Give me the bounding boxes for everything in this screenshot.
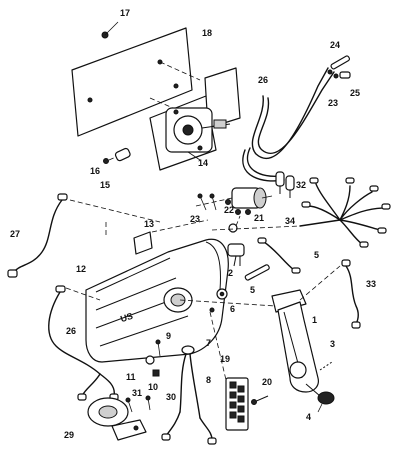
- part-17-screw: [101, 21, 119, 39]
- part-3-pin: [319, 361, 333, 371]
- callout-22: 22: [224, 205, 234, 215]
- part-29-warning-horn: [87, 397, 147, 441]
- callout-18: 18: [202, 28, 212, 38]
- callout-labels: 17 18 24 26 23 25 16 15 14 32 22 23 21 3…: [10, 8, 376, 440]
- part-2-trim-switch: [227, 243, 245, 267]
- callout-2: 2: [228, 268, 233, 278]
- callout-5-upper: 5: [314, 250, 319, 260]
- part-11-washer: [145, 355, 155, 365]
- part-14-control-mechanism: [149, 67, 241, 171]
- part-12-control-housing: US: [85, 238, 229, 363]
- part-4-knob: [317, 391, 335, 413]
- part-24-cable-end: [330, 55, 351, 70]
- callout-26: 26: [258, 75, 268, 85]
- callout-4: 4: [306, 412, 311, 422]
- callout-31: 31: [132, 388, 142, 398]
- callout-32: 32: [296, 180, 306, 190]
- callout-1: 1: [312, 315, 317, 325]
- callout-26-lower: 26: [66, 326, 76, 336]
- part-27-wire-lead: [7, 193, 68, 278]
- callout-10: 10: [148, 382, 158, 392]
- leader-line: [159, 61, 201, 81]
- callout-8: 8: [206, 375, 211, 385]
- callout-24: 24: [330, 40, 340, 50]
- housing-logo: US: [119, 311, 134, 324]
- part-6-washer: [216, 288, 228, 300]
- part-23-clip-upper: [327, 69, 339, 79]
- callout-20: 20: [262, 377, 272, 387]
- part-20-screw: [251, 395, 269, 405]
- part-21-ignition-switch: [225, 187, 273, 215]
- callout-23: 23: [328, 98, 338, 108]
- part-7-cable-boot: [179, 345, 201, 419]
- part-33-lead-wire: [341, 259, 361, 329]
- callout-29: 29: [64, 430, 74, 440]
- part-26-harness-lower: [48, 285, 119, 401]
- part-18-mounting-plate: [71, 27, 193, 137]
- assembly-leader-lines: [65, 197, 341, 381]
- part-32-ignition-key: [275, 171, 295, 198]
- part-30-screw: [145, 395, 151, 411]
- part-9-screw: [155, 339, 161, 357]
- callout-17: 17: [120, 8, 130, 18]
- callout-25: 25: [350, 88, 360, 98]
- callout-15: 15: [100, 180, 110, 190]
- callout-12: 12: [76, 264, 86, 274]
- callout-6: 6: [230, 304, 235, 314]
- callout-3: 3: [330, 339, 335, 349]
- callout-7: 7: [206, 338, 211, 348]
- part-31-screw: [125, 397, 133, 413]
- callout-5-lower: 5: [250, 285, 255, 295]
- part-26-control-cable-upper: [242, 67, 335, 182]
- callout-13: 13: [144, 219, 154, 229]
- callout-11: 11: [126, 372, 136, 382]
- part-25-pin: [339, 71, 351, 79]
- part-8-wire-set: [161, 411, 217, 445]
- callout-27: 27: [10, 229, 20, 239]
- callout-34: 34: [285, 216, 295, 226]
- part-23-screws-lower: [197, 193, 217, 211]
- callout-23-lower: 23: [190, 214, 200, 224]
- callout-19: 19: [220, 354, 230, 364]
- callout-9: 9: [166, 331, 171, 341]
- part-10-nut: [152, 369, 160, 377]
- part-19-terminal-block: [225, 377, 249, 431]
- callout-30: 30: [166, 392, 176, 402]
- part-22-lock-nut: [228, 215, 241, 233]
- part-5-spring-pin: [244, 264, 270, 281]
- callout-16: 16: [90, 166, 100, 176]
- callout-14: 14: [198, 158, 208, 168]
- part-13-bracket: [133, 231, 153, 255]
- part-34-jumper-wire: [257, 237, 301, 274]
- part-15-bushing: [114, 147, 131, 162]
- callout-21: 21: [254, 213, 264, 223]
- part-5-wiring-harness-upper: [299, 177, 391, 248]
- part-1-control-handle: [271, 289, 321, 397]
- callout-33: 33: [366, 279, 376, 289]
